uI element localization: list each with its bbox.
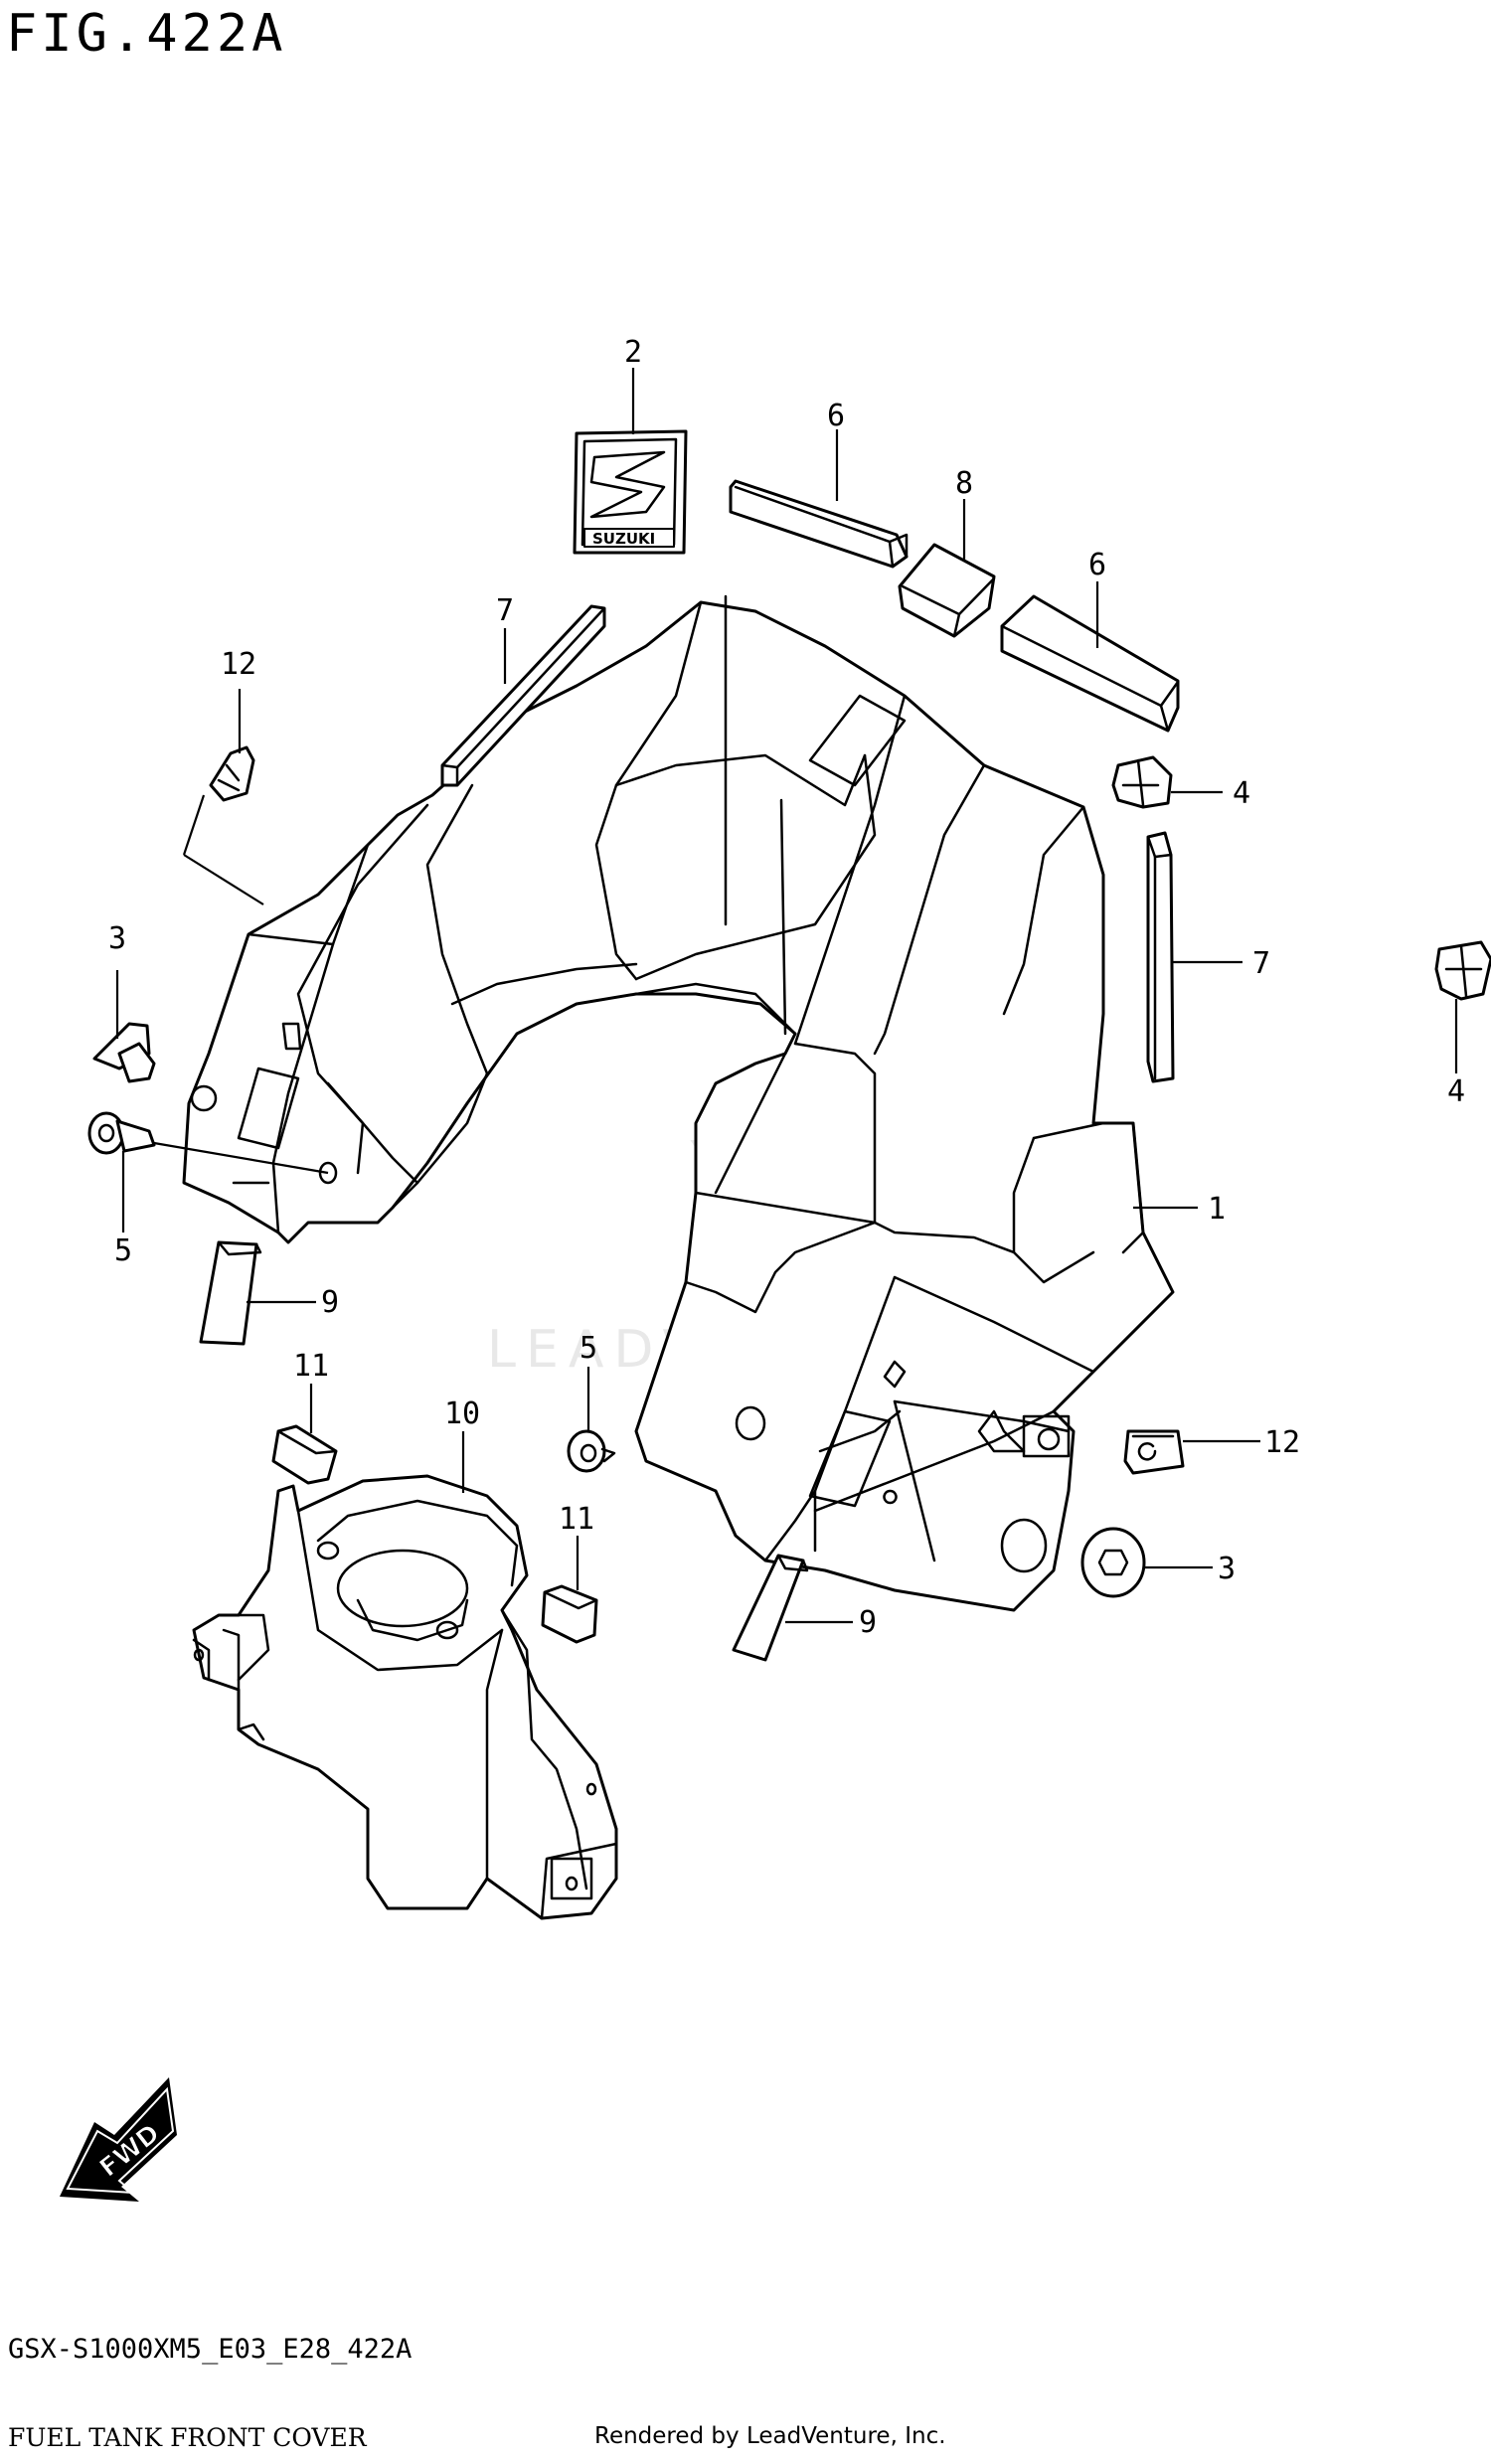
part-12-clip-upper[interactable] <box>209 745 255 802</box>
emblem-lettering: SUZUKI <box>592 530 655 548</box>
part-11-pad-upper[interactable] <box>271 1424 338 1485</box>
section-title: FUEL TANK FRONT COVER <box>8 2423 367 2452</box>
figure-title: FIG.422A <box>6 4 287 64</box>
part-4-clip-nut-right[interactable] <box>1434 940 1491 1001</box>
callout-11: 11 <box>559 1502 594 1537</box>
callout-9: 9 <box>321 1285 339 1320</box>
callout-2: 2 <box>624 335 642 370</box>
part-5-screw-left[interactable] <box>87 1111 156 1155</box>
callout-10: 10 <box>444 1396 480 1431</box>
callout-12: 12 <box>1264 1425 1300 1460</box>
callout-9: 9 <box>859 1605 877 1640</box>
model-code: GSX-S1000XM5_E03_E28_422A <box>8 2334 413 2365</box>
callout-4: 4 <box>1233 776 1250 811</box>
leader-lines <box>115 368 1458 1624</box>
part-5-grommet-center[interactable] <box>567 1429 616 1473</box>
part-7-strip-right[interactable] <box>1146 831 1175 1083</box>
part-3-grommet-left[interactable] <box>92 1022 156 1083</box>
rendered-by-credit: Rendered by LeadVenture, Inc. <box>594 2423 946 2449</box>
callout-4: 4 <box>1447 1074 1465 1109</box>
callout-7: 7 <box>1252 946 1270 981</box>
callout-12: 12 <box>221 647 256 682</box>
part-1-front-cover[interactable] <box>182 594 1175 1612</box>
part-12-clip-lower[interactable] <box>1123 1429 1185 1475</box>
part-6-cushion-right[interactable] <box>1000 594 1180 733</box>
callout-3: 3 <box>108 921 126 956</box>
callout-5: 5 <box>580 1331 597 1366</box>
part-4-clip-nut-upper[interactable] <box>1111 755 1173 809</box>
callout-8: 8 <box>955 466 973 501</box>
callout-1: 1 <box>1208 1192 1226 1227</box>
callout-6: 6 <box>827 399 845 433</box>
part-10-lower-cover[interactable] <box>192 1474 618 1920</box>
part-11-pad-lower[interactable] <box>541 1584 598 1644</box>
callout-7: 7 <box>496 593 514 628</box>
callout-11: 11 <box>293 1349 329 1384</box>
part-9-pad-left[interactable] <box>199 1240 262 1346</box>
part-9-pad-lower[interactable] <box>732 1554 809 1662</box>
part-2-suzuki-emblem[interactable]: SUZUKI <box>573 429 688 555</box>
callout-labels: 2 6 8 6 7 12 4 7 4 3 5 1 9 11 10 5 11 12… <box>108 335 1465 1640</box>
part-8-cushion-block[interactable] <box>898 543 996 638</box>
part-7-strip-left[interactable] <box>440 604 606 787</box>
part-6-cushion-left[interactable] <box>729 479 909 569</box>
fwd-arrow: FWD <box>60 2077 177 2202</box>
callout-5: 5 <box>114 1233 132 1268</box>
part-3-grommet-right[interactable] <box>1080 1527 1146 1598</box>
callout-3: 3 <box>1218 1552 1236 1586</box>
callout-6: 6 <box>1088 548 1106 582</box>
